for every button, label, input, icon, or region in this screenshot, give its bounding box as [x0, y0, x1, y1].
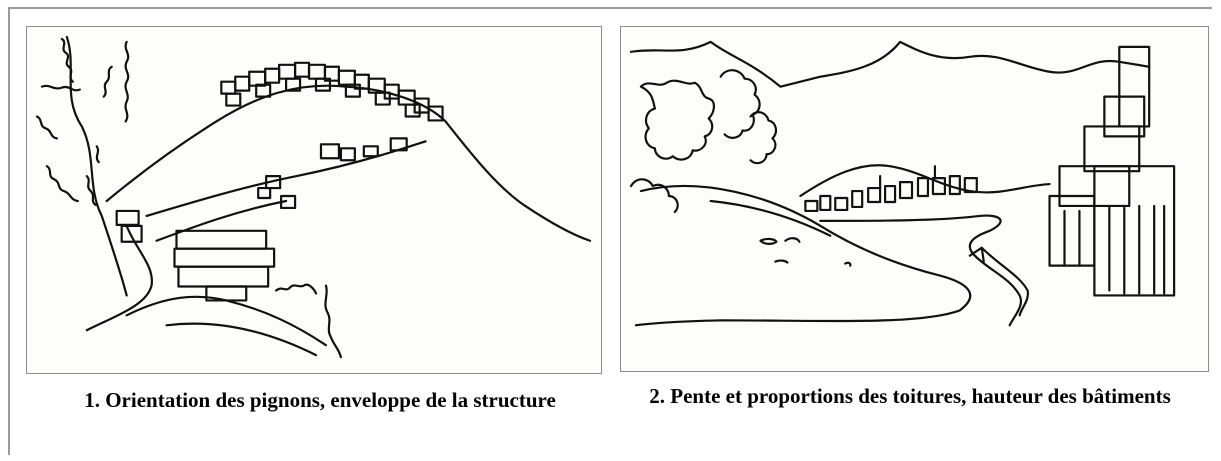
sketch-hill-lower: [155, 199, 288, 242]
figure-1-caption: 1. Orientation des pignons, enveloppe de…: [84, 388, 556, 412]
sketch-hillside-village: [26, 26, 602, 374]
sketch-mountains: [629, 40, 1151, 88]
sketch-river-arrow: [968, 246, 1030, 317]
sketch-middle-hill: [799, 164, 1051, 198]
sketch-road-right: [125, 295, 328, 347]
sketch-road-left: [85, 224, 153, 332]
sketch-slope-houses: [257, 137, 408, 210]
sketch-road: [634, 184, 972, 327]
sketch-tree-foliage: [35, 37, 130, 207]
sketch-trees-bottom: [629, 178, 679, 214]
sketch-valley-drawing: [629, 40, 1176, 327]
sketch-hillside-drawing: [35, 35, 592, 359]
sketch-river: [819, 214, 1022, 327]
sketch-tree-trunk: [65, 35, 128, 297]
sketch-trees-left: [639, 69, 778, 165]
sketch-puddles: [759, 237, 852, 267]
sketch-valley-road: [620, 26, 1209, 372]
sketch-road-edge: [165, 322, 318, 357]
sketch-distant-village: [804, 165, 978, 213]
page-frame: [8, 7, 1212, 455]
sketch-hill-slope: [145, 140, 427, 218]
sketch-village-top: [220, 61, 444, 122]
sketch-right-buildings: [1048, 45, 1176, 297]
figure-2-caption: 2. Pente et proportions des toitures, ha…: [649, 384, 1171, 408]
sketch-road-edge: [709, 199, 832, 237]
sketch-bushes: [275, 283, 343, 359]
sketch-lower-buildings: [115, 209, 276, 302]
